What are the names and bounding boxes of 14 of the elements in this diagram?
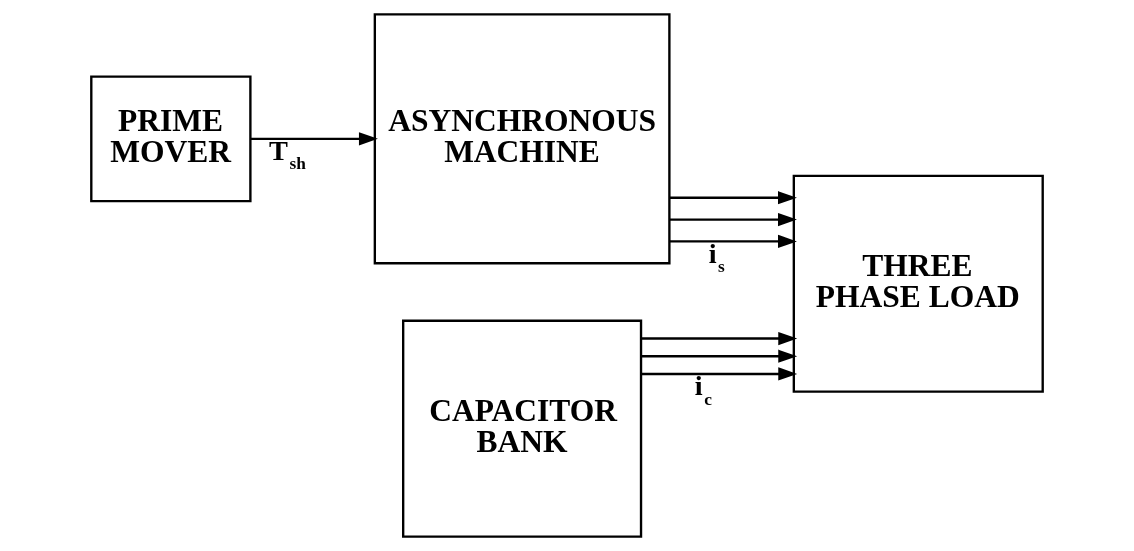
arrow	[641, 349, 798, 363]
node-box: THREE PHASE LOAD	[792, 174, 1044, 393]
node-box: CAPACITOR BANK	[402, 319, 643, 538]
edge-label: i$_{c}$	[694, 370, 712, 409]
arrow	[641, 331, 798, 346]
arrow	[669, 212, 797, 227]
node-box: PRIME MOVER	[90, 75, 252, 203]
node-box: ASYNCHRONOUS MACHINE	[373, 13, 671, 265]
arrow	[250, 132, 378, 146]
arrow	[641, 367, 798, 381]
edge-label: i$_{s}$	[708, 237, 725, 277]
edge-label: T$_{sh}$	[269, 134, 306, 174]
arrow	[669, 234, 797, 249]
arrow	[669, 191, 797, 205]
